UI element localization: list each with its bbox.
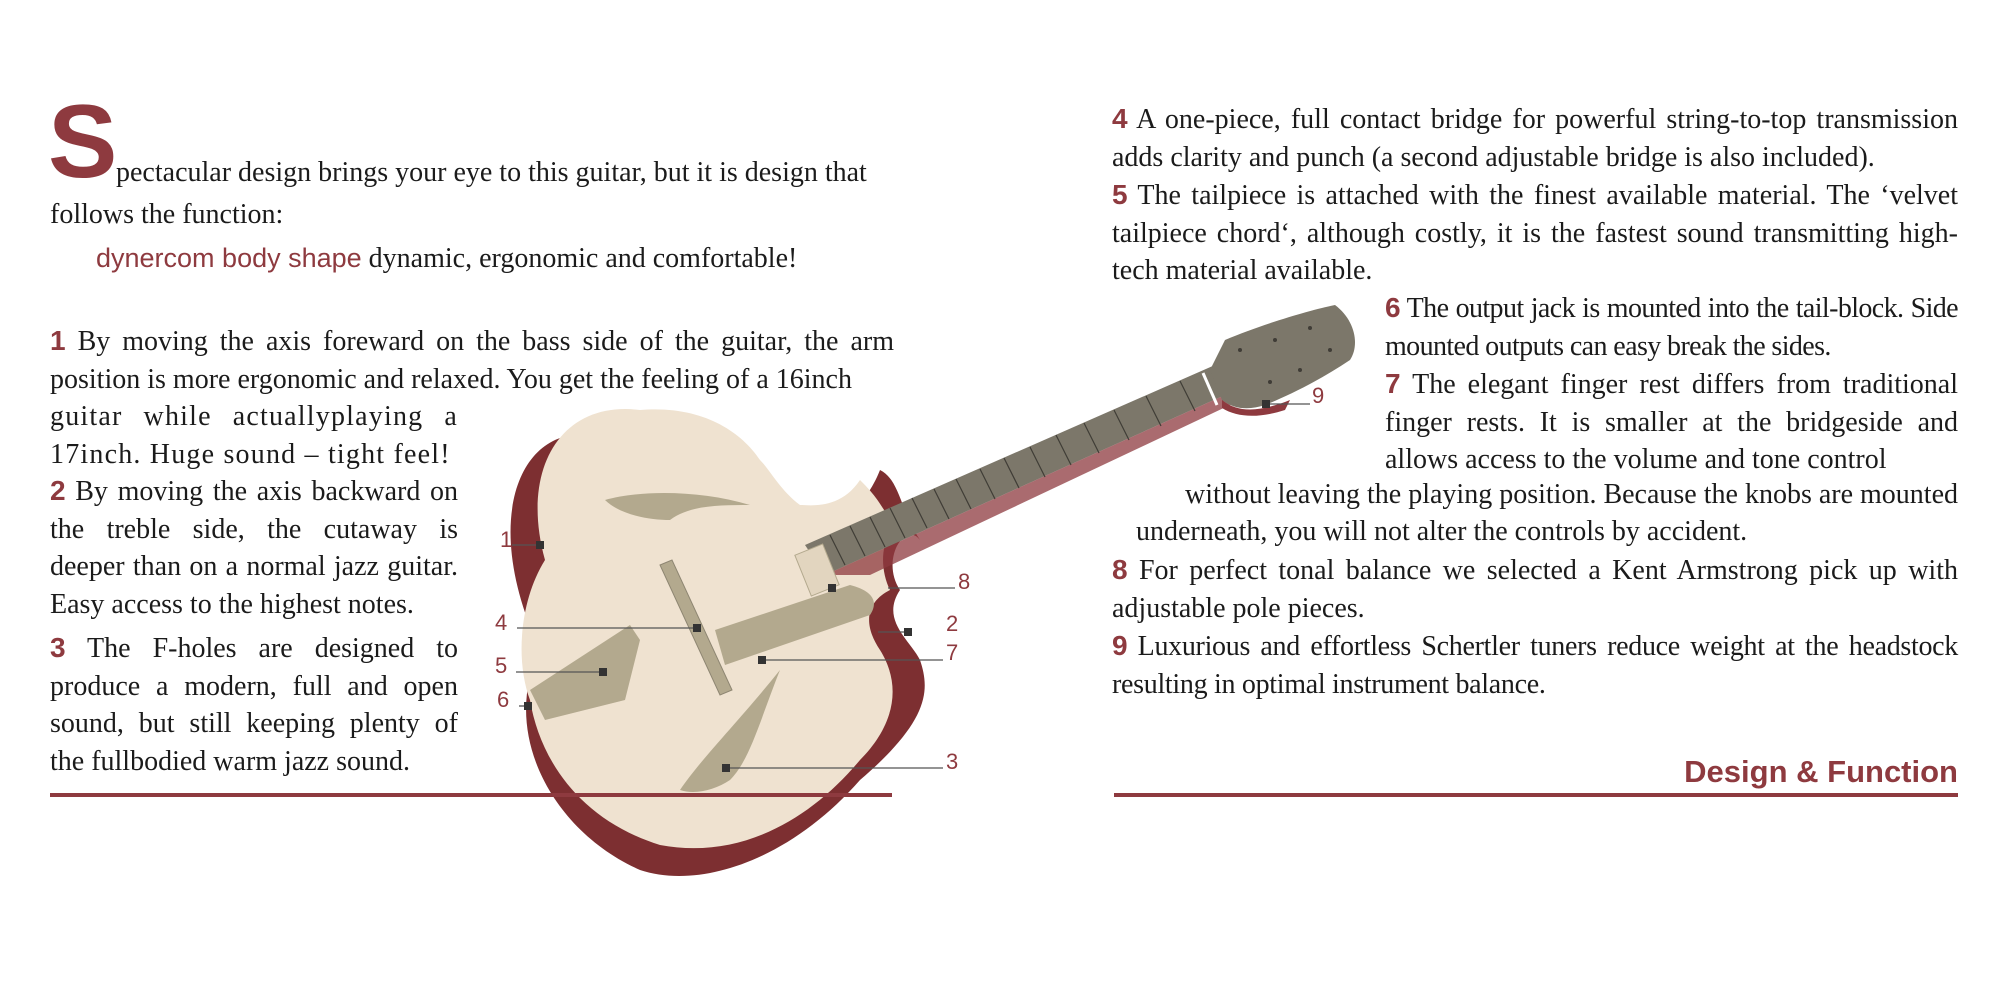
feature-5: 5 The tailpiece is attached with the fin… bbox=[1112, 176, 1958, 290]
divider-right bbox=[1114, 793, 1958, 797]
feature-number: 4 bbox=[1112, 103, 1128, 134]
features-4-5: 4 A one-piece, full contact bridge for p… bbox=[1112, 100, 1958, 290]
feature-text: Luxurious and effortless Schertler tuner… bbox=[1112, 631, 1958, 700]
feature-number: 6 bbox=[1385, 292, 1401, 323]
feature-6: 6 The output jack is mounted into the ta… bbox=[1385, 289, 1959, 365]
feature-number: 9 bbox=[1112, 630, 1128, 661]
callout-label-1: 1 bbox=[500, 527, 512, 552]
feature-8: 8 For perfect tonal balance we selected … bbox=[1112, 551, 1958, 627]
f-hole-upper bbox=[605, 493, 750, 520]
features-6-7: 6 The output jack is mounted into the ta… bbox=[1385, 289, 1959, 479]
feature-4: 4 A one-piece, full contact bridge for p… bbox=[1112, 100, 1958, 176]
pickup bbox=[794, 543, 840, 597]
intro-first-line: pectacular design brings your eye to thi… bbox=[116, 157, 867, 188]
guitar-body bbox=[521, 409, 895, 849]
divider-left bbox=[50, 793, 892, 797]
intro-second-line: follows the function: bbox=[50, 199, 284, 230]
callout-label-3: 3 bbox=[946, 749, 958, 774]
tailpiece bbox=[530, 625, 640, 720]
feature-9: 9 Luxurious and effortless Schertler tun… bbox=[1112, 627, 1958, 703]
feature-text: guitar while actuallyplaying a 17inch. H… bbox=[50, 401, 458, 470]
f-hole-lower bbox=[680, 670, 780, 792]
finger-rest bbox=[715, 585, 874, 665]
guitar-body-side bbox=[510, 410, 925, 876]
feature-text: By moving the axis backward on the trebl… bbox=[50, 476, 458, 620]
feature-2: 2 By moving the axis backward on the tre… bbox=[50, 472, 458, 623]
feature-text: A one-piece, full contact bridge for pow… bbox=[1112, 104, 1958, 173]
feature-text: The elegant finger rest differs from tra… bbox=[1385, 369, 1958, 475]
feature-text: underneath, you will not alter the contr… bbox=[1136, 516, 1748, 547]
feature-7-line-b: without leaving the playing position. Be… bbox=[1163, 476, 1958, 514]
feature-1: 1 By moving the axis foreward on the bas… bbox=[50, 322, 894, 398]
headstock bbox=[1210, 305, 1355, 409]
feature-7-line-c: underneath, you will not alter the contr… bbox=[1136, 513, 1958, 551]
feature-text: The output jack is mounted into the tail… bbox=[1385, 293, 1959, 362]
feature-number: 5 bbox=[1112, 179, 1128, 210]
bridge bbox=[659, 559, 733, 696]
callout-label-9: 9 bbox=[1312, 383, 1324, 408]
feature-text: For perfect tonal balance we selected a … bbox=[1112, 555, 1958, 624]
feature-text: without leaving the playing position. Be… bbox=[1185, 479, 1958, 510]
feature-number: 8 bbox=[1112, 554, 1128, 585]
callout-label-6: 6 bbox=[497, 687, 509, 712]
callout-label-2: 2 bbox=[946, 611, 958, 636]
callout-label-4: 4 bbox=[495, 610, 507, 635]
drop-cap: S bbox=[48, 84, 118, 200]
tagline: dynercom body shape dynamic, ergonomic a… bbox=[96, 240, 797, 277]
feature-number: 1 bbox=[50, 325, 66, 356]
feature-text: The F-holes are designed to produce a mo… bbox=[50, 633, 458, 777]
feature-text: By moving the axis foreward on the bass … bbox=[50, 326, 894, 395]
tagline-highlight: dynercom body shape bbox=[96, 243, 362, 273]
callout-label-5: 5 bbox=[495, 653, 507, 678]
callout-label-7: 7 bbox=[946, 640, 958, 665]
feature-number: 7 bbox=[1385, 368, 1401, 399]
feature-3: 3 The F-holes are designed to produce a … bbox=[50, 629, 458, 780]
callout-label-8: 8 bbox=[958, 569, 970, 594]
features-8-9: 8 For perfect tonal balance we selected … bbox=[1112, 551, 1958, 703]
feature-1-continued: guitar while actuallyplaying a 17inch. H… bbox=[50, 398, 458, 473]
tagline-text: dynamic, ergonomic and comfortable! bbox=[361, 243, 798, 274]
section-headline: Design & Function bbox=[1684, 754, 1958, 789]
feature-number: 2 bbox=[50, 475, 66, 506]
feature-text: The tailpiece is attached with the fines… bbox=[1112, 180, 1958, 286]
feature-7: 7 The elegant finger rest differs from t… bbox=[1385, 365, 1958, 479]
feature-number: 3 bbox=[50, 632, 66, 663]
